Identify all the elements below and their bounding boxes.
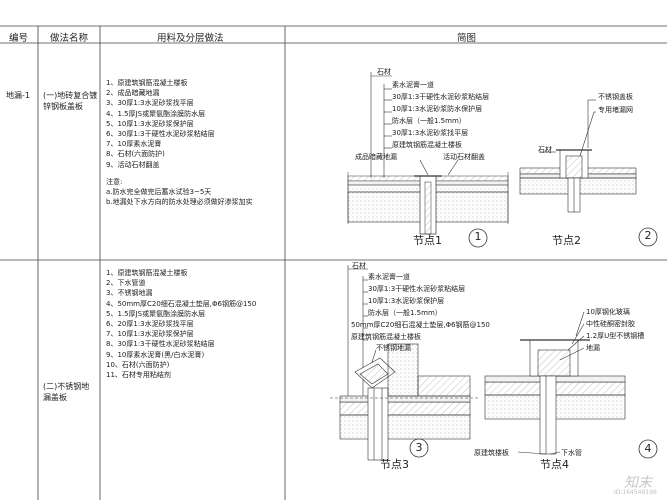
node2-number: 2 — [644, 229, 652, 242]
node2-marker — [638, 227, 658, 247]
list-item: 1、原建筑钢筋混凝土楼板 — [106, 79, 188, 87]
node2-callout-cover: 不锈钢盖板 — [598, 93, 633, 101]
d1-callout: 30厚1:3水泥砂浆找平层 — [392, 129, 469, 137]
list-item: 7、10厚1:3水泥砂浆保护层 — [106, 330, 194, 339]
list-item: 5、10厚1:3水泥砂浆保护层 — [106, 119, 194, 128]
note-title: 注意: — [106, 177, 123, 186]
list-item: 8、石材(六面防护) — [106, 150, 165, 159]
d1-callout: 防水层（一般1.5mm） — [392, 117, 466, 125]
list-item: 10、石材(六面防护) — [106, 360, 170, 369]
d2-callout: 石材 — [352, 262, 366, 270]
d1-callout: 活动石材翻盖 — [443, 153, 485, 161]
node4-bottom-pipe: 下水管 — [561, 449, 582, 457]
node1-marker — [468, 228, 488, 248]
list-item: 3、30厚1:3水泥砂浆找平层 — [106, 99, 194, 108]
row1-code: 地漏-1 — [6, 91, 30, 100]
list-item: 3、不锈钢地漏 — [106, 289, 153, 298]
d1-callout: 10厚1:3水泥砂浆防水保护层 — [392, 105, 483, 113]
node4-bottom-slab: 原建筑楼板 — [474, 449, 509, 457]
node4-callout: 地漏 — [586, 344, 600, 352]
header-material: 用料及分层做法 — [157, 33, 224, 44]
header-code: 编号 — [9, 33, 29, 44]
node4-callout: 10厚钢化玻璃 — [586, 308, 630, 316]
note-item: a.防水完全做完后蓄水试验3~5天 — [106, 188, 212, 197]
list-item: 1、原建筑钢筋混凝土楼板 — [106, 269, 188, 277]
node4-marker — [638, 439, 658, 459]
node1-label: 节点1 — [413, 234, 442, 247]
header-name: 做法名称 — [50, 33, 89, 44]
d1-callout: 素水泥膏一道 — [392, 81, 434, 89]
row2-name-line1: (二)不锈钢地 — [43, 382, 90, 391]
row2-material-list: 1、原建筑钢筋混凝土楼板 2、下水管道 3、不锈钢地漏 4、50mm厚C20细石… — [106, 268, 256, 380]
d2-callout: 防水层（一般1.5mm） — [368, 309, 442, 317]
d1-callout: 原建筑钢筋混凝土楼板 — [392, 141, 462, 149]
node2-callout-net: 专用堵漏网 — [598, 106, 633, 114]
list-item: 6、30厚1:3干硬性水泥砂浆粘结层 — [106, 130, 215, 139]
watermark-logo: 知末 — [624, 475, 652, 491]
node2-callout-stone: 石材 — [538, 146, 552, 154]
list-item: 9、活动石材翻盖 — [106, 160, 160, 169]
d1-callout: 成品暗藏地漏 — [355, 153, 397, 161]
node4-callout: 1.2厚U型不锈钢槽 — [586, 332, 645, 340]
d2-callout: 不锈钢地漏 — [376, 344, 411, 352]
node1-section — [347, 172, 509, 235]
d1-callout: 石材 — [377, 68, 391, 76]
d2-callout: 50mm厚C20细石混凝土垫层,Φ6钢筋@150 — [351, 321, 490, 329]
note-item: b.地漏处下水方向的防水处理必须做好渗浆加实 — [106, 198, 253, 207]
node3-section — [330, 343, 480, 461]
node4-number: 4 — [644, 442, 652, 455]
list-item: 4、1.5厚JS或聚氨酯涂膜防水层 — [106, 109, 206, 118]
node1-number: 1 — [474, 230, 482, 243]
list-item: 2、成品暗藏地漏 — [106, 89, 160, 98]
d1-callout: 30厚1:3干硬性水泥砂浆粘结层 — [392, 93, 490, 101]
list-item: 8、30厚1:3干硬性水泥砂浆粘结层 — [106, 340, 215, 349]
d2-callout: 素水泥膏一道 — [368, 273, 410, 281]
watermark-id: ID:164549196 — [614, 489, 657, 496]
list-item: 7、10厚素水泥膏 — [106, 140, 162, 149]
node4-section — [484, 311, 626, 455]
row1-material-list: 1、原建筑钢筋混凝土楼板 2、成品暗藏地漏 3、30厚1:3水泥砂浆找平层 4、… — [106, 78, 253, 207]
node2-section — [519, 99, 637, 213]
row1-name-line1: (一)地砖复合镀 — [43, 91, 98, 100]
list-item: 4、50mm厚C20细石混凝土垫层,Φ6钢筋@150 — [106, 299, 257, 308]
list-item: 9、10厚素水泥膏(黑/白水泥膏) — [106, 350, 205, 359]
node4-label: 节点4 — [540, 458, 569, 471]
node3-marker — [409, 438, 429, 458]
row1-name-line2: 锌钢板盖板 — [43, 102, 83, 111]
d2-callout: 10厚1:3水泥砂浆保护层 — [368, 297, 445, 305]
d2-callout: 30厚1:3干硬性水泥砂浆粘结层 — [368, 285, 466, 293]
node3-label: 节点3 — [380, 458, 409, 471]
row2-name-line2: 漏盖板 — [43, 393, 67, 402]
list-item: 2、下水管道 — [106, 279, 146, 288]
list-item: 11、石材专用粘结剂 — [106, 371, 171, 380]
node4-callout: 中性硅酮密封胶 — [586, 320, 635, 328]
d2-callout: 原建筑钢筋混凝土楼板 — [351, 333, 421, 341]
list-item: 6、20厚1:3水泥砂浆找平层 — [106, 320, 194, 329]
list-item: 5、1.5厚JS或聚氨酯涂膜防水层 — [106, 309, 206, 318]
node2-label: 节点2 — [552, 234, 581, 247]
node3-number: 3 — [415, 441, 423, 454]
header-diagram: 简图 — [457, 33, 477, 44]
